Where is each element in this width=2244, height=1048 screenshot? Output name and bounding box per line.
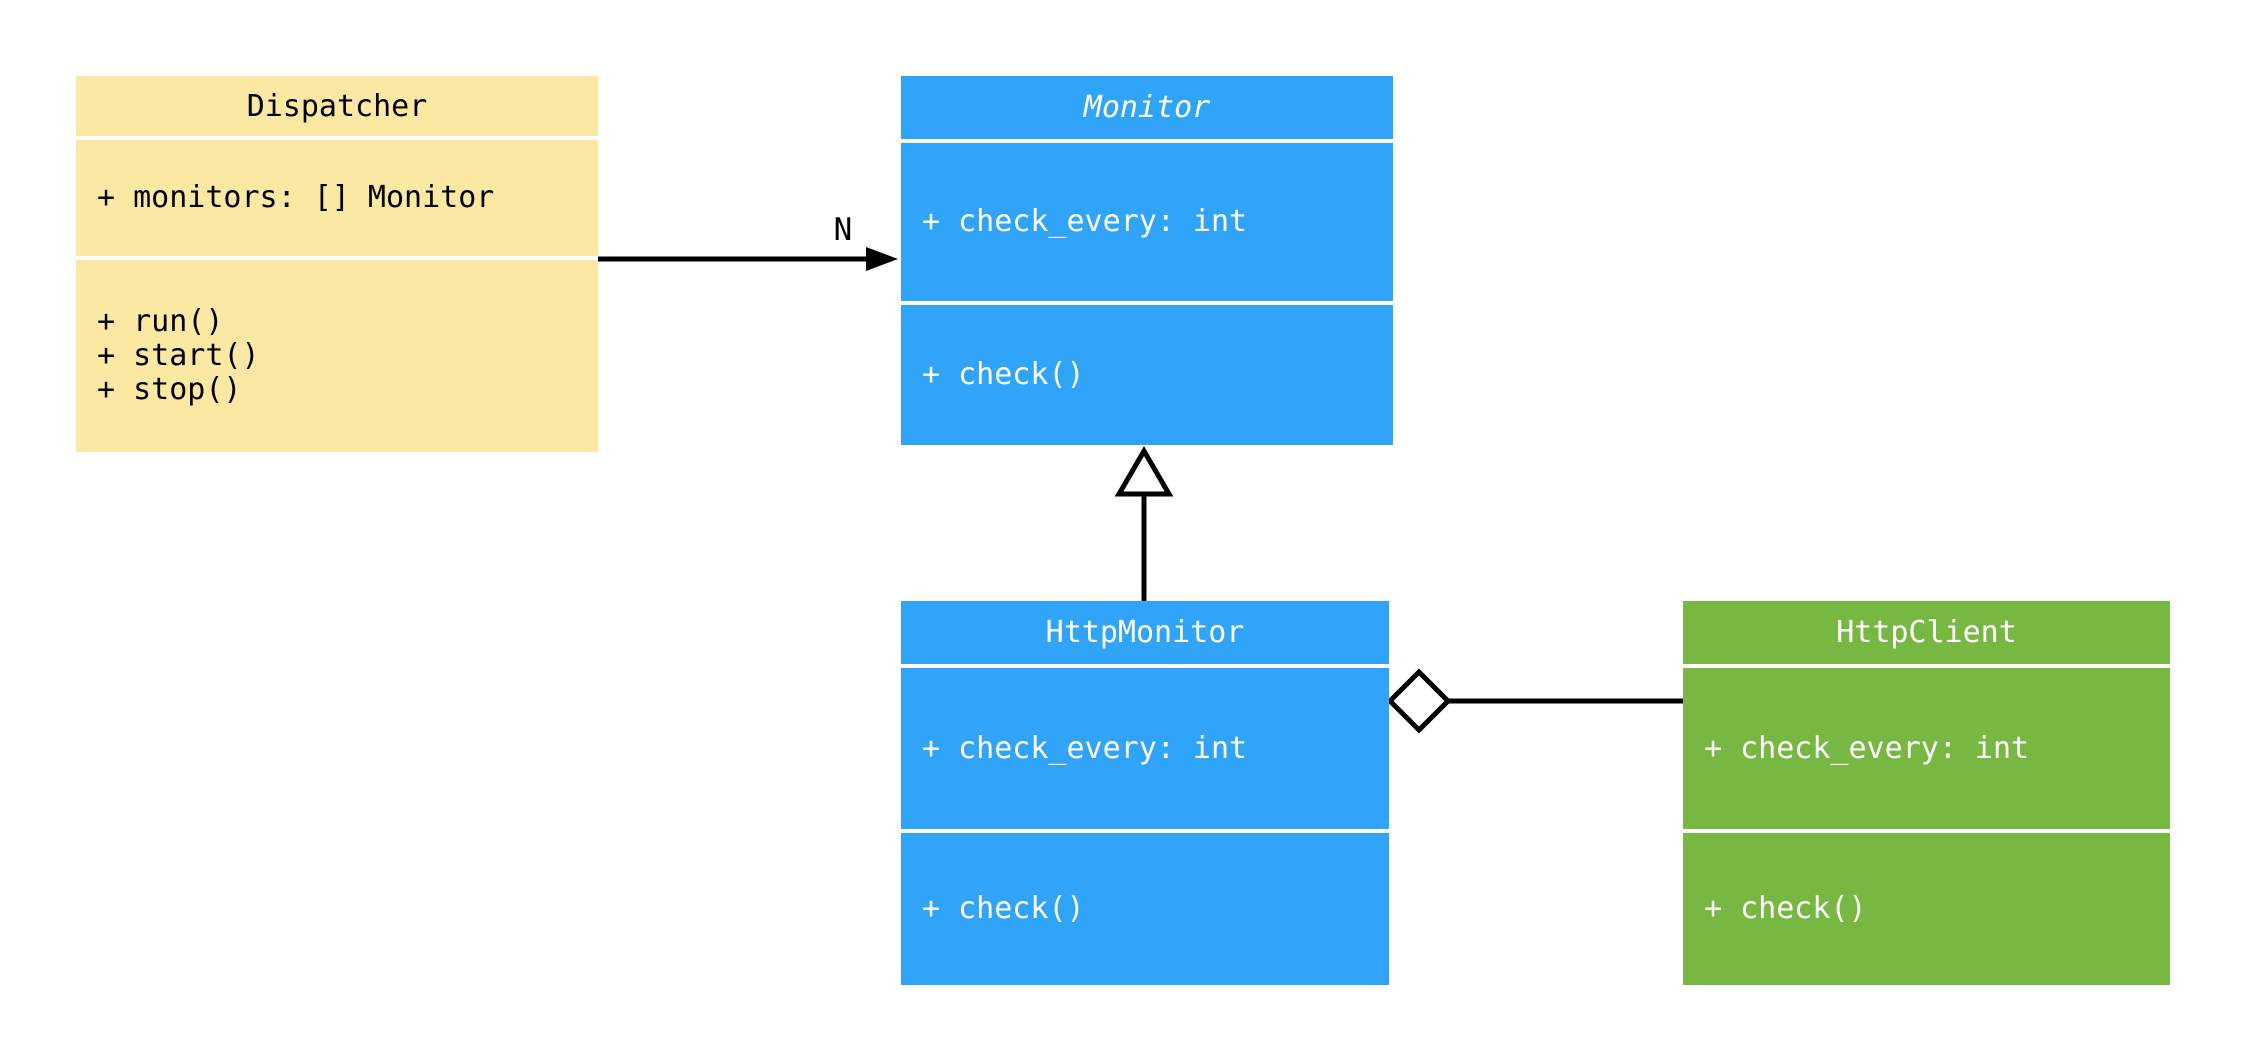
association-multiplicity-label: N <box>833 212 853 248</box>
method-row: + check() <box>1704 891 1867 926</box>
inheritance-triangle-icon <box>1114 446 1174 497</box>
method-row: + check() <box>922 891 1085 926</box>
class-httpmonitor-attributes: + check_every: int <box>901 668 1389 829</box>
class-dispatcher-attributes: + monitors: [] Monitor <box>76 140 598 256</box>
aggregation-diamond-icon <box>1386 668 1452 734</box>
method-row: + stop() <box>97 372 242 407</box>
class-httpmonitor: HttpMonitor + check_every: int + check() <box>901 601 1389 985</box>
class-monitor-methods: + check() <box>901 305 1393 445</box>
class-dispatcher-title: Dispatcher <box>76 76 598 136</box>
class-httpclient-attributes: + check_every: int <box>1683 668 2170 829</box>
class-httpclient: HttpClient + check_every: int + check() <box>1683 601 2170 985</box>
attribute-row: + check_every: int <box>922 730 1248 766</box>
method-row: + run() <box>97 304 224 339</box>
class-dispatcher: Dispatcher + monitors: [] Monitor + run(… <box>76 76 598 452</box>
class-httpmonitor-title: HttpMonitor <box>901 601 1389 664</box>
class-monitor: Monitor + check_every: int + check() <box>901 76 1393 445</box>
method-row: + check() <box>922 357 1085 392</box>
class-monitor-title: Monitor <box>901 76 1393 139</box>
class-dispatcher-methods: + run() + start() + stop() <box>76 260 598 452</box>
class-monitor-attributes: + check_every: int <box>901 143 1393 301</box>
attribute-row: + check_every: int <box>922 204 1248 239</box>
method-row: + start() <box>97 338 260 373</box>
class-httpmonitor-methods: + check() <box>901 833 1389 985</box>
association-arrowhead-icon <box>866 247 898 271</box>
class-httpclient-title: HttpClient <box>1683 601 2170 664</box>
attribute-row: + check_every: int <box>1704 730 2030 766</box>
attribute-row: + monitors: [] Monitor <box>97 180 495 215</box>
class-httpclient-methods: + check() <box>1683 833 2170 985</box>
